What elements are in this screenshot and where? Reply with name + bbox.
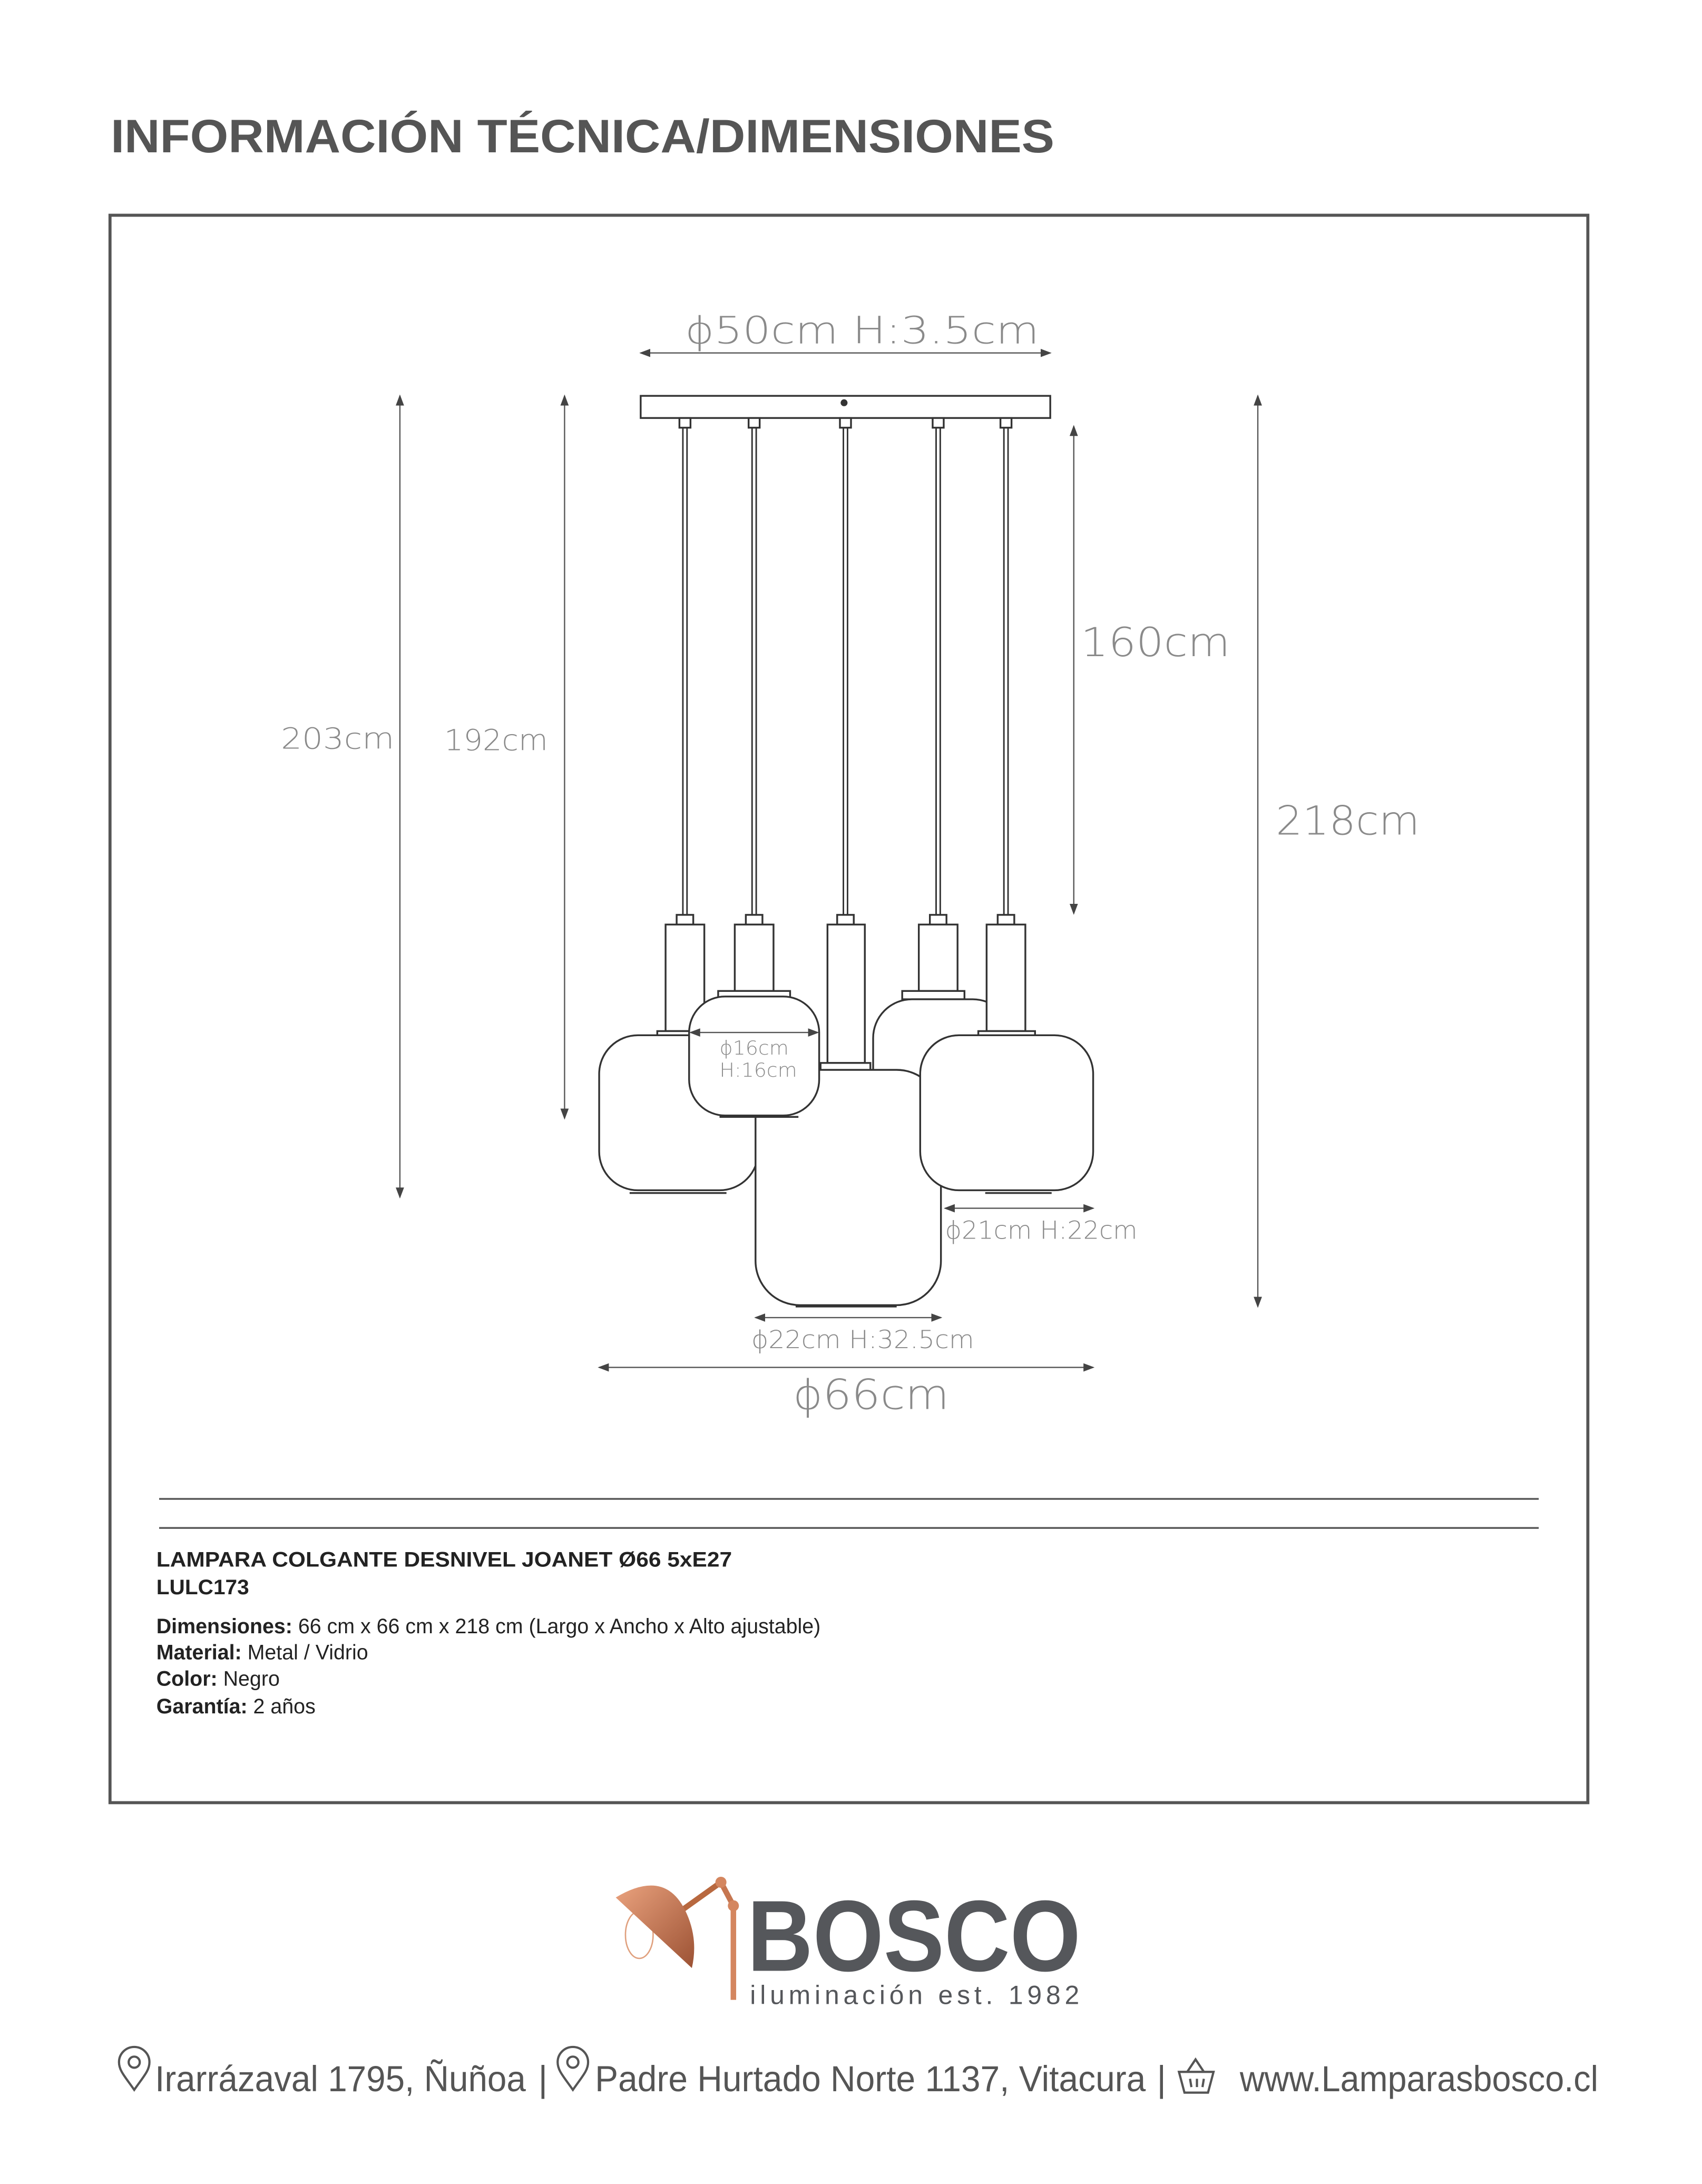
- large-dimension-label: ϕ22cm H:32.5cm: [751, 1325, 974, 1354]
- footer-address-1: Irarrázaval 1795, Ñuñoa: [155, 2059, 526, 2099]
- ceiling-canopy: [640, 395, 1051, 419]
- location-pin-icon: [556, 2045, 590, 2092]
- spec-color: Color: Negro: [156, 1668, 280, 1691]
- footer-separator-2: |: [1157, 2059, 1166, 2099]
- page-title: INFORMACIÓN TÉCNICA/DIMENSIONES: [111, 110, 1054, 162]
- content-frame: [108, 213, 1590, 1805]
- small-diameter-label: ϕ16cm: [720, 1037, 789, 1059]
- desk-lamp-logo-icon: [615, 1876, 739, 2000]
- pendant-shade-2: [688, 914, 820, 1118]
- bosco-logo: BOSCO iluminación est. 1982: [615, 1876, 1081, 2010]
- footer: Irarrázaval 1795, Ñuñoa | Padre Hurtado …: [118, 2045, 1598, 2099]
- height-192-label: 192cm: [444, 724, 548, 757]
- pendant-shade-3: [755, 914, 942, 1308]
- footer-separator-1: |: [539, 2059, 548, 2099]
- height-218-label: 218cm: [1276, 797, 1420, 844]
- pendant-shade-5: [919, 914, 1094, 1194]
- spec-dimensions: Dimensiones: 66 cm x 66 cm x 218 cm (Lar…: [156, 1615, 821, 1638]
- height-160-label: 160cm: [1081, 619, 1230, 666]
- brand-name: BOSCO: [747, 1879, 1081, 1993]
- product-code: LULC173: [156, 1576, 249, 1599]
- spec-warranty: Garantía: 2 años: [156, 1695, 316, 1718]
- shopping-basket-icon: [1177, 2057, 1215, 2094]
- brand-tagline: iluminación est. 1982: [750, 1981, 1079, 2010]
- cords: [678, 417, 1013, 918]
- total-diameter-label: ϕ66cm: [793, 1370, 950, 1419]
- footer-address-2: Padre Hurtado Norte 1137, Vitacura: [595, 2059, 1146, 2099]
- small-height-label: H:16cm: [720, 1059, 797, 1081]
- product-name: LAMPARA COLGANTE DESNIVEL JOANET Ø66 5xE…: [156, 1548, 732, 1572]
- canopy-dimension-label: ϕ50cm H:3.5cm: [685, 308, 1039, 352]
- lamp-diagram: ϕ50cm H:3.5cm: [281, 308, 1420, 1419]
- canopy-screw: [840, 399, 848, 406]
- medium-dimension-label: ϕ21cm H:22cm: [945, 1216, 1138, 1245]
- height-203-label: 203cm: [281, 723, 394, 756]
- spec-material: Material: Metal / Vidrio: [156, 1641, 368, 1664]
- product-info: LAMPARA COLGANTE DESNIVEL JOANET Ø66 5xE…: [156, 1548, 821, 1718]
- footer-website-link[interactable]: www.Lamparasbosco.cl: [1239, 2059, 1598, 2099]
- location-pin-icon: [118, 2045, 151, 2092]
